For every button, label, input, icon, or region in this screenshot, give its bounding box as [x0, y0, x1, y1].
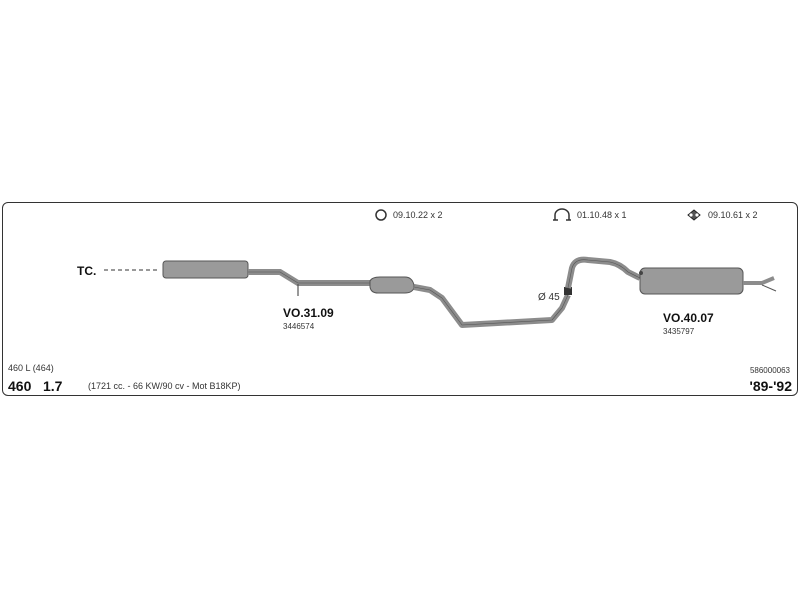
- diameter-label: Ø 45: [538, 292, 560, 303]
- legend-text: 09.10.61 x 2: [708, 210, 758, 220]
- front-part-ref: 3446574: [283, 322, 315, 331]
- legend-item-hanger: 09.10.61 x 2: [685, 208, 758, 222]
- rubber-hanger-icon: [687, 209, 701, 221]
- model-line: 460 L (464): [8, 363, 54, 373]
- pipe-joint: [564, 287, 572, 295]
- rear-part-code: VO.40.07: [663, 311, 714, 325]
- tc-label: TC.: [77, 264, 97, 278]
- engine-spec: (1721 cc. - 66 KW/90 cv - Mot B18KP): [88, 381, 241, 391]
- legend-item-u-bolt: 01.10.48 x 1: [552, 208, 627, 222]
- mid-resonator: [369, 276, 415, 294]
- clamp-ring-icon: [375, 209, 387, 221]
- u-bolt-clamp-icon: [553, 208, 571, 221]
- rear-muffler: [639, 267, 744, 295]
- hanger-mount: [639, 271, 643, 275]
- catalog-number: 586000063: [749, 366, 790, 375]
- front-muffler: [162, 260, 249, 279]
- year-range: '89-'92: [749, 378, 792, 394]
- front-part-code: VO.31.09: [283, 306, 334, 320]
- diagram-panel: [2, 202, 798, 396]
- front-pipe: [248, 269, 372, 286]
- model-number: 460: [8, 378, 32, 394]
- tailpipe: [743, 276, 775, 285]
- legend-text: 09.10.22 x 2: [393, 210, 443, 220]
- rear-part-ref: 3435797: [663, 327, 695, 336]
- engine-size: 1.7: [43, 378, 63, 394]
- legend-text: 01.10.48 x 1: [577, 210, 627, 220]
- rear-pipe: [565, 256, 642, 289]
- legend-item-clamp-ring: 09.10.22 x 2: [374, 208, 443, 222]
